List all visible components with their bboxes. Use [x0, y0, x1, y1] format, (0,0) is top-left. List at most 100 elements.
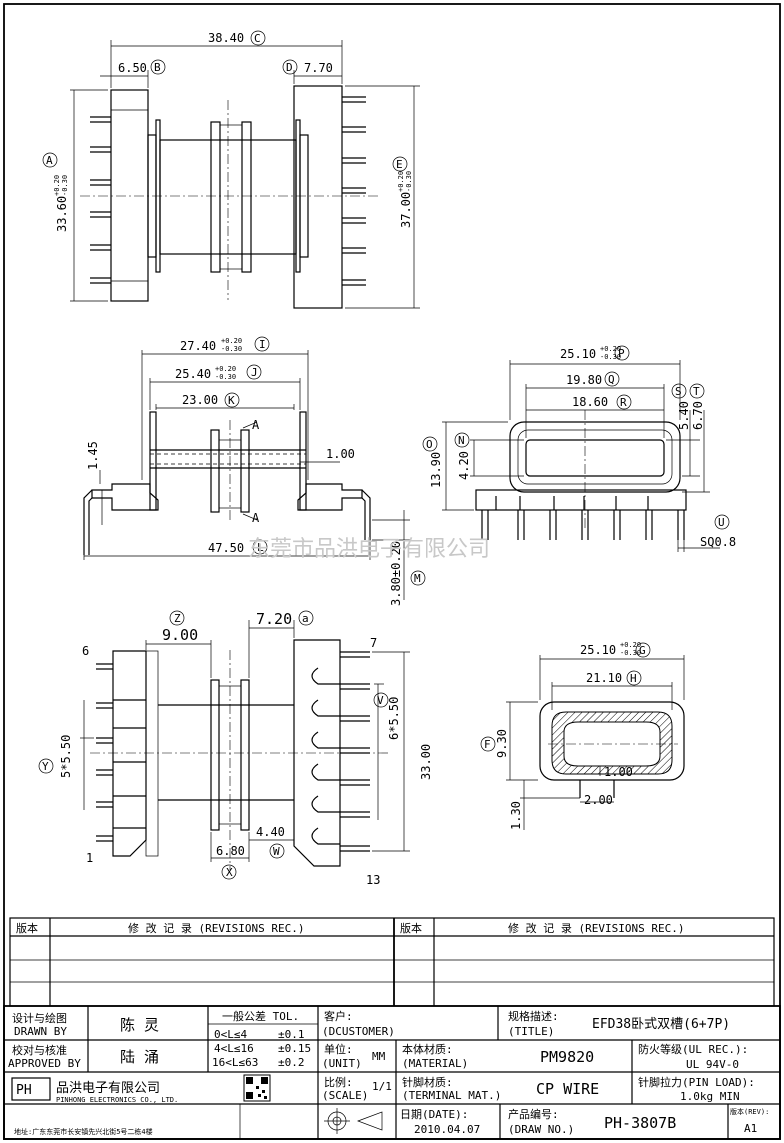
- dim-bottom-w: 4.40: [256, 825, 285, 839]
- company-logo: PH: [11, 1077, 51, 1101]
- tol-minus: -0.30: [215, 373, 236, 381]
- ref-c: C: [254, 32, 261, 45]
- dim-side-flange: 1.45: [86, 441, 100, 470]
- drawno-value: PH-3807B: [604, 1114, 676, 1132]
- company-name-en: PINHONG ELECTRONICS CO., LTD.: [56, 1096, 178, 1104]
- pin-label-6: 6: [82, 644, 89, 658]
- approver-label-cn: 校对与核准: [12, 1043, 67, 1057]
- ref-f: F: [484, 738, 491, 751]
- logo-text: PH: [16, 1083, 32, 1098]
- dim-section-h: 21.10: [586, 671, 622, 685]
- pin-label-13: 13: [366, 873, 380, 887]
- dim-side-k: 23.00: [182, 393, 218, 407]
- tol-title: 一般公差 TOL.: [222, 1009, 299, 1023]
- dim-side-length: 47.50: [208, 541, 244, 555]
- dim-section-g: 25.10: [580, 643, 616, 657]
- rev-label: 版本(REV):: [730, 1107, 769, 1116]
- ref-x: X: [226, 866, 233, 879]
- dim-section-f: 9.30: [495, 729, 509, 758]
- approver-label-en: APPROVED BY: [8, 1057, 81, 1070]
- dim-bottom-z: 9.00: [162, 626, 198, 644]
- ref-z: Z: [174, 612, 181, 625]
- rev-col-record-left: 修 改 记 录 (REVISIONS REC.): [128, 921, 304, 935]
- tol-row-0-value: ±0.1: [278, 1028, 305, 1041]
- ref-h: H: [630, 672, 637, 685]
- dim-end-u: SQ0.8: [700, 535, 736, 549]
- dim-top-height-left: 33.60: [55, 196, 69, 232]
- tol-minus: -0.30: [61, 175, 69, 196]
- tol-plus: +0.20: [397, 171, 405, 192]
- tol-minus: -0.30: [600, 353, 621, 361]
- dim-end-n: 4.20: [457, 451, 471, 480]
- title-label-en: (TITLE): [508, 1025, 554, 1038]
- tol-plus: +0.20: [620, 641, 641, 649]
- ref-q: Q: [608, 373, 615, 386]
- terminal-label-en: (TERMINAL MAT.): [402, 1089, 501, 1102]
- dim-section-d2: 2.00: [584, 793, 613, 807]
- tol-row-1-range: 4<L≤16: [214, 1042, 254, 1055]
- customer-label-en: (DCUSTOMER): [322, 1025, 395, 1038]
- tol-plus: +0.20: [53, 175, 61, 196]
- dim-section-d3: 1.30: [509, 801, 523, 830]
- ref-o: O: [426, 438, 433, 451]
- tol-plus: +0.20: [600, 345, 621, 353]
- dim-top-height-right: 37.00: [399, 192, 413, 228]
- tol-plus: +0.20: [215, 365, 236, 373]
- tol-plus: +0.20: [221, 337, 242, 345]
- ref-y: Y: [42, 760, 49, 773]
- ref-a: A: [46, 154, 53, 167]
- ref-p: P: [618, 347, 625, 360]
- ref-r: R: [620, 396, 627, 409]
- rev-col-version-left: 版本: [16, 921, 38, 935]
- ref-k: K: [228, 394, 235, 407]
- ref-e: E: [396, 158, 403, 171]
- revisions-table: 版本 修 改 记 录 (REVISIONS REC.) 版本 修 改 记 录 (…: [9, 917, 775, 1007]
- dim-side-i: 27.40: [180, 339, 216, 353]
- approver-name: 陆 涌: [120, 1048, 159, 1066]
- section-mark-a-top: A: [252, 418, 260, 432]
- pinload-label: 针脚拉力(PIN LOAD):: [638, 1075, 755, 1089]
- bottom-view: 6 1 7 13 Z 9.00 7.20 a V 6*5.50 33.00 Y …: [38, 610, 433, 887]
- top-view: 38.40 C 6.50 B D 7.70 A 33.60 +0.20 -0.3…: [42, 30, 420, 309]
- designer-label-cn: 设计与绘图: [12, 1011, 67, 1025]
- title-label-cn: 规格描述:: [508, 1009, 559, 1023]
- ref-s: S: [675, 385, 682, 398]
- dim-end-q: 19.80: [566, 373, 602, 387]
- tol-minus: -0.30: [620, 649, 641, 657]
- tol-minus: -0.30: [221, 345, 242, 353]
- ul-value: UL 94V-0: [686, 1058, 739, 1071]
- pin-label-7: 7: [370, 636, 377, 650]
- section-mark-a-bottom: A: [252, 511, 260, 525]
- dim-top-left: 6.50: [118, 61, 147, 75]
- unit-value: MM: [372, 1050, 386, 1063]
- dim-end-s: 5.40: [677, 401, 691, 430]
- unit-label-en: (UNIT): [322, 1057, 362, 1070]
- dim-side-pin: 3.80±0.20: [389, 541, 403, 606]
- ref-l: L: [257, 541, 264, 554]
- scale-label-en: (SCALE): [322, 1089, 368, 1102]
- side-view: A A I 27.40 +0.20 -0.30 J 25.40 +0.20 -0…: [83, 336, 426, 606]
- company-address: 地址:广东东莞市长安镇先兴北街5号二栋4楼: [14, 1127, 153, 1136]
- title-value: EFD38卧式双槽(6+7P): [592, 1017, 730, 1032]
- pinload-value: 1.0kg MIN: [680, 1090, 740, 1103]
- end-view: 25.10 +0.20 -0.30 P 19.80 Q 18.60 R S T …: [422, 345, 736, 552]
- drawno-label-en: (DRAW NO.): [508, 1123, 574, 1136]
- rev-col-record-right: 修 改 记 录 (REVISIONS REC.): [508, 921, 684, 935]
- tol-row-2-range: 16<L≤63: [212, 1056, 258, 1069]
- material-label-en: (MATERIAL): [402, 1057, 468, 1070]
- dim-top-width: 38.40: [208, 31, 244, 45]
- ref-b: B: [154, 61, 161, 74]
- date-value: 2010.04.07: [414, 1123, 480, 1136]
- dim-bottom-v: 6*5.50: [387, 697, 401, 740]
- scale-label-cn: 比例:: [324, 1075, 353, 1089]
- date-label: 日期(DATE):: [400, 1108, 468, 1121]
- dim-bottom-h: 33.00: [419, 744, 433, 780]
- ref-d: D: [286, 61, 293, 74]
- dim-end-p: 25.10: [560, 347, 596, 361]
- material-value: PM9820: [540, 1048, 594, 1066]
- dim-bottom-x: 6.80: [216, 844, 245, 858]
- customer-label-cn: 客户:: [324, 1009, 353, 1023]
- tol-row-1-value: ±0.15: [278, 1042, 311, 1055]
- material-label-cn: 本体材质:: [402, 1042, 453, 1056]
